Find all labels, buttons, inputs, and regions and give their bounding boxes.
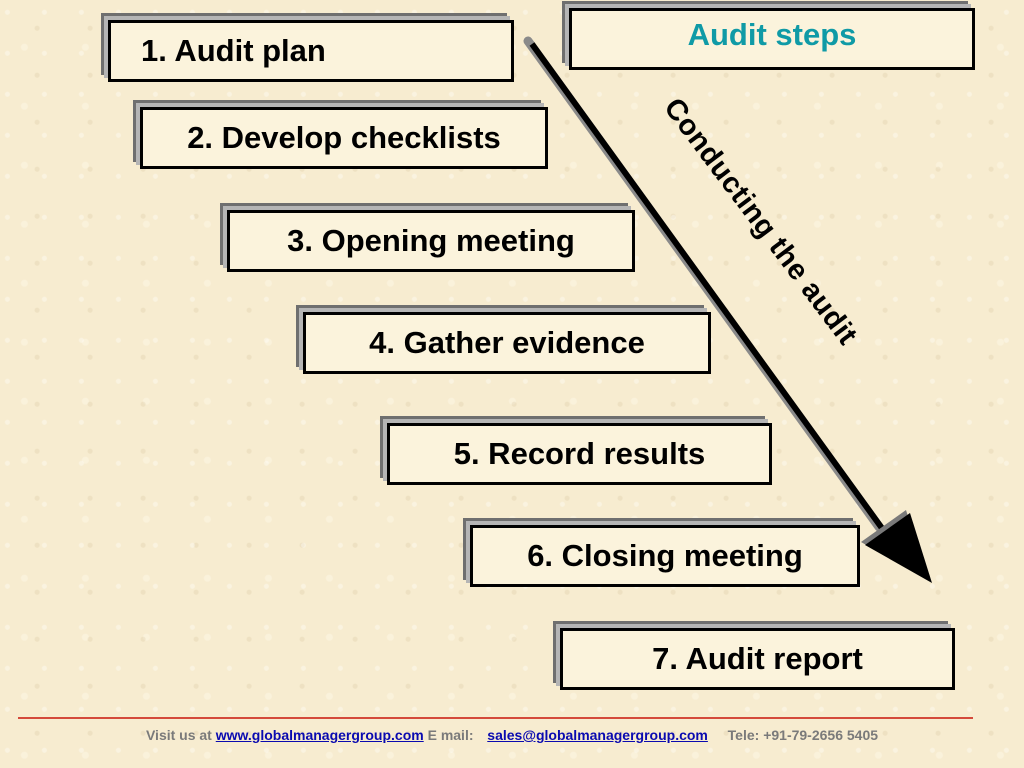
footer: Visit us at www.globalmanagergroup.com E… bbox=[0, 727, 1024, 743]
step-5-label: 5. Record results bbox=[453, 436, 706, 471]
step-2-label: 2. Develop checklists bbox=[187, 120, 501, 155]
footer-tele: Tele: +91-79-2656 5405 bbox=[727, 727, 879, 743]
arrow-shaft bbox=[529, 42, 887, 533]
step-6-label: 6. Closing meeting bbox=[527, 538, 803, 573]
footer-divider bbox=[18, 717, 973, 719]
step-7-label: 7. Audit report bbox=[652, 641, 863, 676]
step-5-box: 5. Record results bbox=[387, 423, 772, 485]
step-2-box: 2. Develop checklists bbox=[140, 107, 548, 169]
title-box: Audit steps bbox=[569, 8, 975, 70]
step-4-label: 4. Gather evidence bbox=[369, 325, 645, 360]
step-1-label: 1. Audit plan bbox=[141, 33, 326, 68]
step-4-box: 4. Gather evidence bbox=[303, 312, 711, 374]
email-link[interactable]: sales@globalmanagergroup.com bbox=[487, 727, 708, 743]
diagram-title: Audit steps bbox=[687, 17, 857, 52]
step-3-label: 3. Opening meeting bbox=[287, 223, 575, 258]
step-7-box: 7. Audit report bbox=[560, 628, 955, 690]
footer-email-prefix: E mail: bbox=[427, 727, 474, 743]
arrow-head-icon bbox=[865, 513, 932, 583]
website-link[interactable]: www.globalmanagergroup.com bbox=[215, 727, 424, 743]
footer-visit-prefix: Visit us at bbox=[145, 727, 212, 743]
step-3-box: 3. Opening meeting bbox=[227, 210, 635, 272]
step-6-box: 6. Closing meeting bbox=[470, 525, 860, 587]
step-1-box: 1. Audit plan bbox=[108, 20, 514, 82]
